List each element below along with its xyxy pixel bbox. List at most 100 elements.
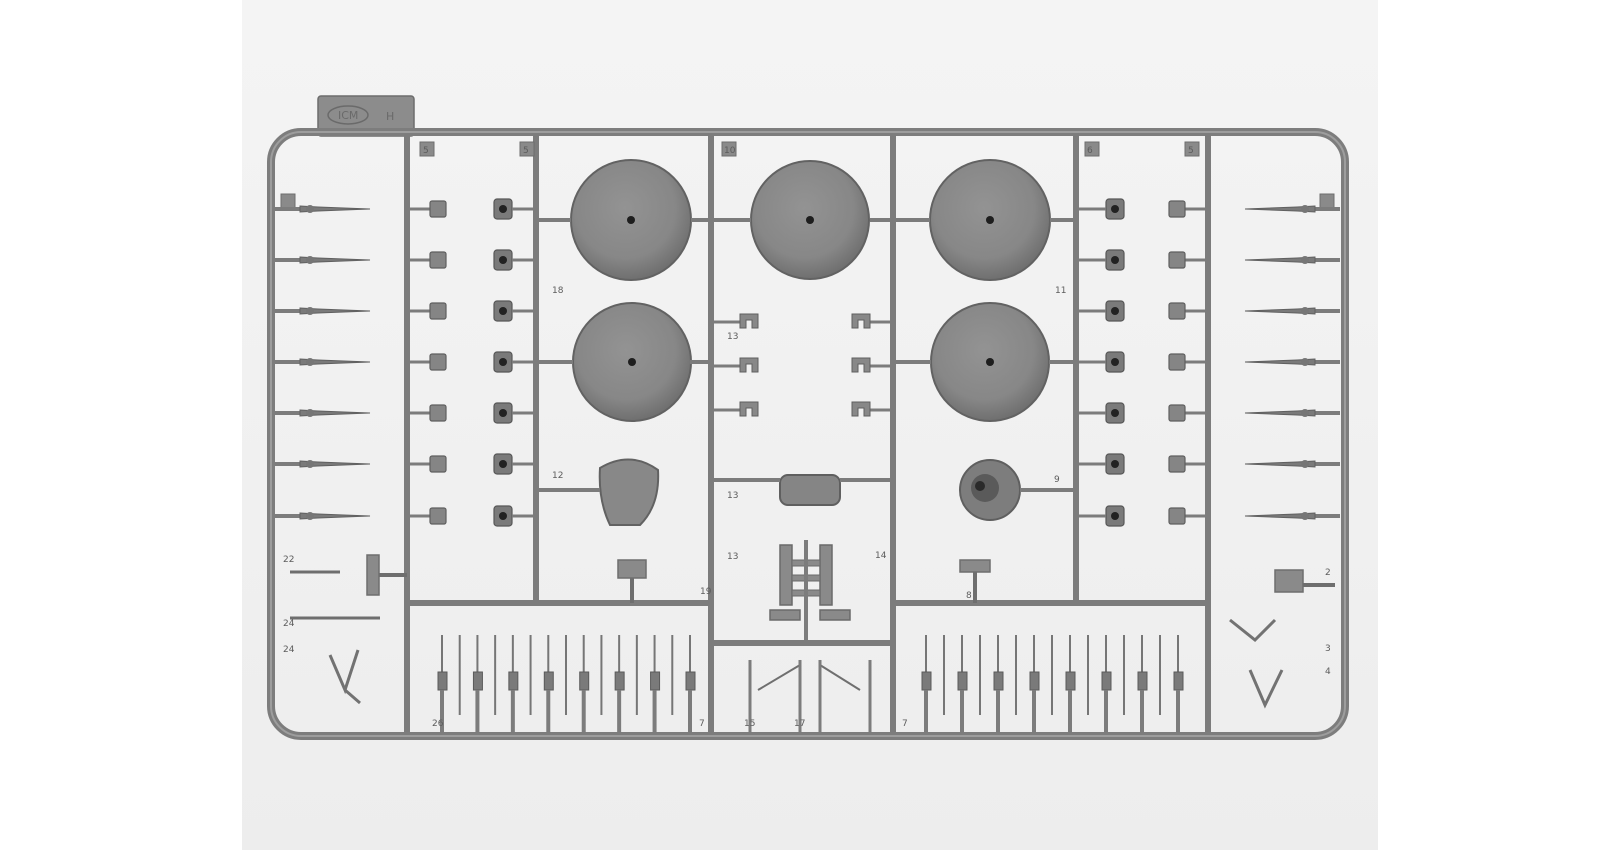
part-number-mid-0: 18 <box>552 286 564 296</box>
rod-part <box>757 664 801 691</box>
square-nub-part <box>410 251 447 269</box>
square-nub-part <box>1168 455 1205 473</box>
part-number-mid-9: 9 <box>1054 475 1060 485</box>
square-nub-part <box>1168 507 1205 525</box>
bottom-pin-part <box>1065 635 1076 733</box>
part-number-mid-7: 13 <box>727 552 738 562</box>
small-wheel-part <box>493 351 533 373</box>
bottom-pin-part <box>685 635 696 733</box>
bottom-pin-part <box>1029 635 1040 733</box>
bottom-pin-part <box>508 635 519 733</box>
square-nub-part <box>1168 302 1205 320</box>
clip-part <box>851 357 890 373</box>
part-number-top-2: 10 <box>724 146 736 156</box>
part-number-left-0: 22 <box>283 555 294 565</box>
part-number-bottom-4: 7 <box>902 719 908 729</box>
pin-part <box>275 256 371 264</box>
bottom-pin-part <box>1173 635 1184 733</box>
small-wheel-part <box>1079 198 1125 220</box>
square-nub-part <box>1168 200 1205 218</box>
part-number-mid-2: 13 <box>727 332 738 342</box>
icm-logo-icon <box>327 105 369 125</box>
part-number-right-0: 2 <box>1325 568 1331 578</box>
bottom-pin-part <box>472 635 483 733</box>
square-nub-part <box>410 404 447 422</box>
bottom-pin-part <box>543 635 554 733</box>
part-number-left-1: 24 <box>283 619 295 629</box>
small-wheel-part <box>493 300 533 322</box>
clip-part <box>714 313 759 329</box>
clip-part <box>714 401 759 417</box>
pin-part <box>1244 460 1340 468</box>
pin-part <box>1244 358 1340 366</box>
tab-logo-text: ICM <box>338 109 358 122</box>
part-number-bottom-0: 26 <box>432 719 444 729</box>
small-wheel-part <box>1079 300 1125 322</box>
tab-letter: H <box>386 110 394 123</box>
part-number-bottom-3: 17 <box>794 719 805 729</box>
bottom-pin-part <box>614 635 625 733</box>
part-number-top-0: 5 <box>423 146 429 156</box>
square-nub-part <box>1168 353 1205 371</box>
part-number-mid-8: 8 <box>966 591 972 601</box>
pin-part <box>275 512 371 520</box>
square-nub-part <box>1168 404 1205 422</box>
square-nub-part <box>410 455 447 473</box>
part-number-mid-5: 19 <box>700 587 712 597</box>
small-wheel-part <box>493 402 533 424</box>
square-nub-part <box>410 302 447 320</box>
part-number-bottom-2: 15 <box>744 719 755 729</box>
bottom-pin-part <box>957 635 968 733</box>
part-number-mid-4: 12 <box>552 471 563 481</box>
rod-part <box>819 664 861 691</box>
bottom-pin-part <box>1101 635 1112 733</box>
pin-part <box>1244 307 1340 315</box>
part-number-right-2: 4 <box>1325 667 1331 677</box>
bottom-pin-part <box>1137 635 1148 733</box>
clip-part <box>851 401 890 417</box>
square-nub-part <box>1168 251 1205 269</box>
square-nub-part <box>410 507 447 525</box>
clip-part <box>851 313 890 329</box>
part-number-mid-6: 14 <box>875 551 887 561</box>
small-wheel-part <box>493 198 533 220</box>
pin-part <box>1244 409 1340 417</box>
part-number-right-1: 3 <box>1325 644 1331 654</box>
small-wheel-part <box>493 249 533 271</box>
pin-part <box>1244 512 1340 520</box>
bottom-pin-part <box>650 635 661 733</box>
square-nub-part <box>410 353 447 371</box>
part-number-top-3: 6 <box>1087 146 1093 156</box>
pin-part <box>275 358 371 366</box>
bottom-pin-part <box>921 635 932 733</box>
bracket-part <box>714 474 890 506</box>
pin-part <box>275 409 371 417</box>
small-wheel-part <box>493 453 533 475</box>
pin-part <box>1244 256 1340 264</box>
logo-tab: ICM H <box>317 95 415 137</box>
part-number-mid-1: 11 <box>1055 286 1066 296</box>
pin-part <box>275 460 371 468</box>
part-number-top-1: 5 <box>523 146 529 156</box>
disc-parts <box>570 159 1051 422</box>
part-number-mid-3: 13 <box>727 491 738 501</box>
bottom-pin-part <box>579 635 590 733</box>
shield-part <box>598 458 660 526</box>
part-number-top-4: 5 <box>1188 146 1194 156</box>
small-wheel-part <box>493 505 533 527</box>
part-number-labels: 22 24 24 5 5 10 6 5 18 11 13 13 12 19 14… <box>283 146 1331 729</box>
clip-part <box>714 357 759 373</box>
pin-part <box>275 205 371 213</box>
bottom-pin-part <box>437 635 448 733</box>
small-wheel-part <box>1079 505 1125 527</box>
square-nub-part <box>410 200 447 218</box>
part-number-bottom-1: 7 <box>699 719 705 729</box>
part-number-left-2: 24 <box>283 645 295 655</box>
bottom-pin-part <box>993 635 1004 733</box>
pin-part <box>1244 205 1340 213</box>
pin-part <box>275 307 371 315</box>
small-wheel-part <box>1079 351 1125 373</box>
small-wheel-part <box>1079 402 1125 424</box>
